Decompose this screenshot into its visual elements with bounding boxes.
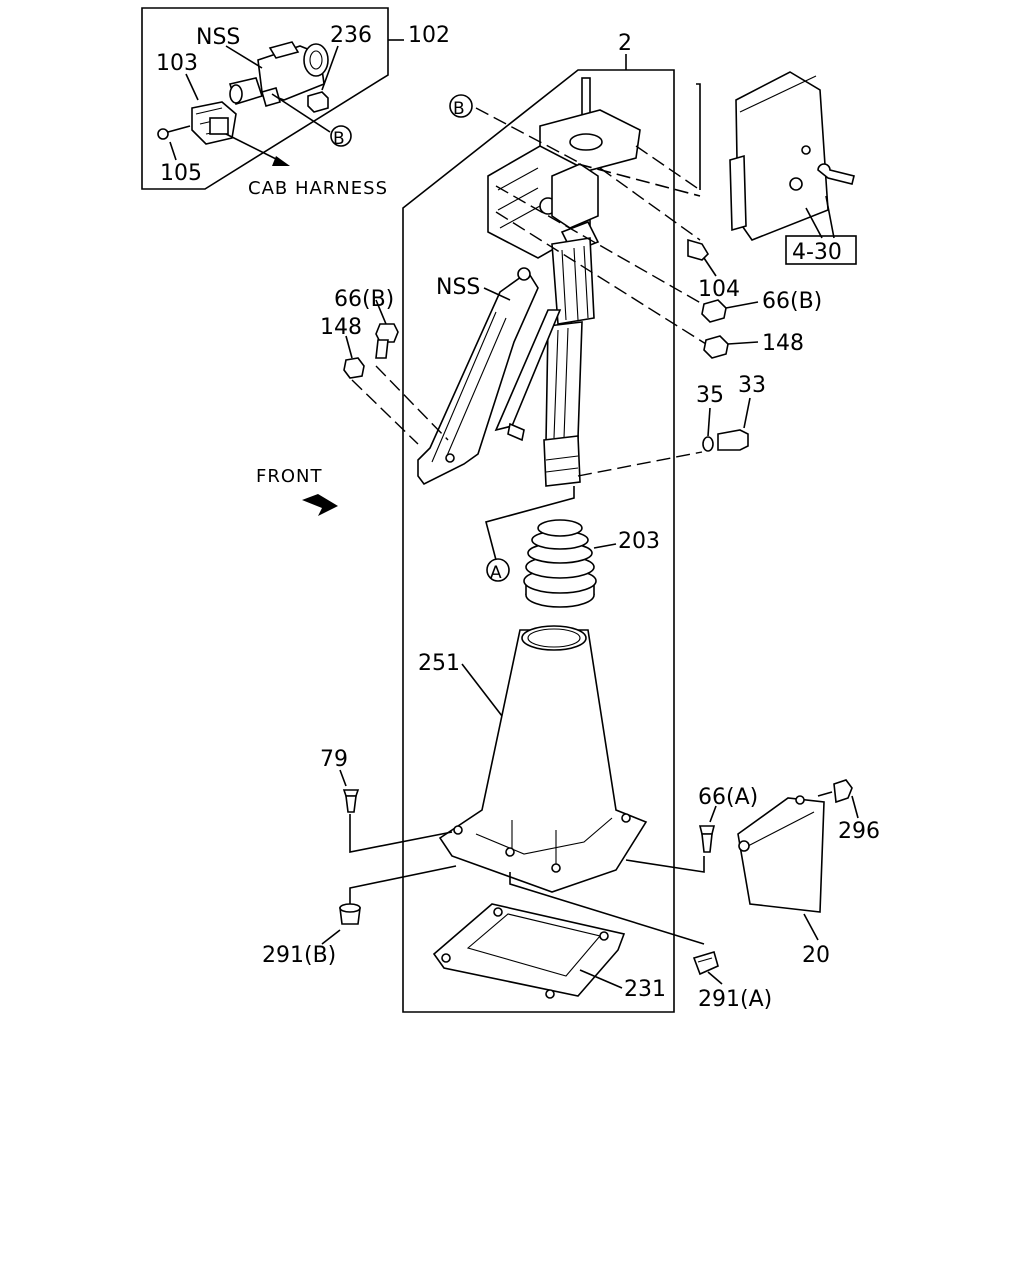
screw-79	[339, 769, 360, 813]
label-33: 33	[738, 373, 766, 398]
label-2: 2	[618, 31, 632, 56]
nut-66b-right	[701, 299, 759, 323]
switch-assembly	[228, 41, 329, 107]
label-102: 102	[408, 23, 450, 48]
label-103: 103	[156, 51, 198, 76]
boot-203	[523, 519, 617, 608]
label-nss-mid: NSS	[436, 275, 480, 300]
nut-148-left	[343, 335, 365, 379]
washer-35	[702, 407, 714, 452]
ref-b-inset-text: B	[333, 129, 345, 149]
label-251: 251	[418, 651, 460, 676]
bolt-296	[817, 779, 859, 819]
label-148-right: 148	[762, 331, 804, 356]
bolt-66b-left	[375, 299, 399, 359]
ref-circle-b-main	[449, 94, 473, 118]
label-291a: 291(A)	[698, 987, 772, 1012]
label-105: 105	[160, 161, 202, 186]
cover-20	[737, 795, 825, 941]
label-20: 20	[802, 943, 830, 968]
bolt-33	[717, 397, 751, 451]
connector-103	[191, 101, 237, 145]
clip-291a	[692, 951, 723, 985]
ref-circle-b-inset	[330, 125, 352, 147]
label-nss-inset: NSS	[196, 25, 240, 50]
ref-a-text: A	[490, 563, 502, 583]
boot-251	[438, 625, 648, 893]
front-arrow: FRONT	[256, 466, 338, 516]
main-assembly-frame	[402, 54, 675, 1013]
label-35: 35	[696, 383, 724, 408]
label-236: 236	[330, 23, 372, 48]
nut-148-right	[703, 335, 759, 359]
inset-switch-assembly: B	[141, 7, 404, 190]
cover-4-30: 4-30	[729, 71, 857, 265]
screw-66a	[698, 805, 717, 853]
bolt-104	[687, 238, 717, 277]
ref-b-main-text: B	[453, 99, 465, 119]
label-231: 231	[624, 977, 666, 1002]
label-104: 104	[698, 277, 740, 302]
screw-105	[157, 125, 191, 140]
label-4-30: 4-30	[792, 240, 842, 265]
shift-lever-assembly	[417, 77, 641, 487]
front-label: FRONT	[256, 466, 323, 487]
label-296: 296	[838, 819, 880, 844]
label-cab-harness: CAB HARNESS	[248, 178, 388, 199]
plate-231	[432, 903, 626, 999]
label-66b-left: 66(B)	[334, 287, 394, 312]
label-66a: 66(A)	[698, 785, 758, 810]
label-79: 79	[320, 747, 348, 772]
clip-291b	[321, 903, 361, 945]
label-291b: 291(B)	[262, 943, 336, 968]
ref-circle-a	[486, 558, 510, 582]
label-203: 203	[618, 529, 660, 554]
label-66b-right: 66(B)	[762, 289, 822, 314]
label-148-left: 148	[320, 315, 362, 340]
bushing-236	[307, 91, 329, 113]
